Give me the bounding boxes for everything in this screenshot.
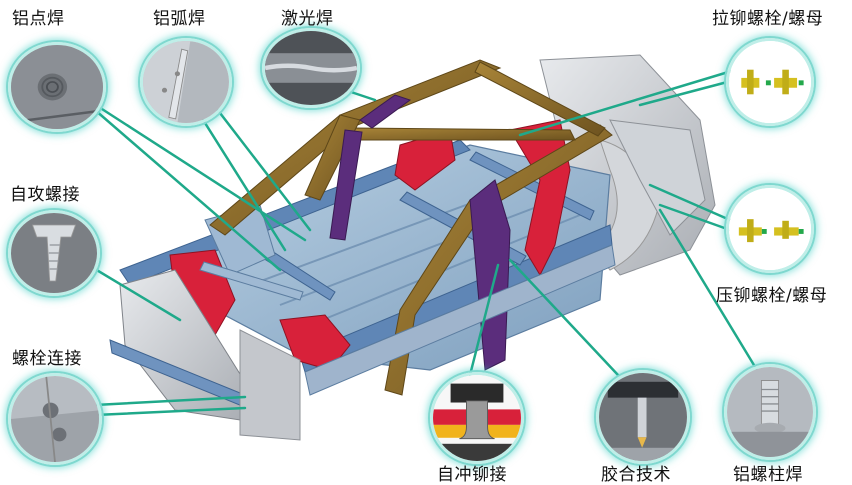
leader-adhesive <box>508 258 620 377</box>
arc-weld-bead-icon <box>168 48 189 120</box>
stud-icon <box>760 380 780 426</box>
rocker-right <box>304 244 616 396</box>
inset-spot-weld <box>8 42 106 132</box>
label-self-piercing-rivet: 自冲铆接 <box>437 465 507 485</box>
inset-pull-rivet-nut <box>726 38 814 126</box>
leader-press-rivet-2 <box>658 203 732 232</box>
laser-weld-seam-icon <box>265 63 357 73</box>
inset-bolt-joint <box>8 373 102 465</box>
leader-stud-weld <box>658 208 762 377</box>
leader-bolt-2 <box>93 406 247 417</box>
leader-self-tapping <box>78 258 182 322</box>
inset-stud-weld <box>724 364 816 460</box>
roof-rail-right <box>384 124 613 396</box>
label-self-tapping-screw: 自攻螺接 <box>10 185 80 205</box>
roof-purple-cross <box>359 94 412 129</box>
inset-press-rivet-nut <box>726 185 814 273</box>
spr-rivet-icon <box>459 400 495 440</box>
label-bolt-joint: 螺栓连接 <box>12 349 82 369</box>
inset-self-piercing-rivet <box>430 372 524 464</box>
label-adhesive-bonding: 胶合技术 <box>601 465 671 485</box>
inset-arc-weld <box>140 38 232 126</box>
inset-self-tapping <box>8 210 100 296</box>
leader-pull-rivet-2 <box>638 78 737 107</box>
inset-adhesive-bonding <box>596 370 690 464</box>
b-pillar-left <box>329 129 363 241</box>
label-spot-weld: 铝点焊 <box>12 9 65 29</box>
rear-inner-panel <box>609 119 706 236</box>
leader-spr <box>468 263 500 377</box>
glue-nozzle-icon <box>637 397 647 438</box>
label-press-rivet-nut: 压铆螺栓/螺母 <box>716 286 828 306</box>
roof-bow-rear <box>474 61 606 137</box>
leader-bolt <box>93 395 247 407</box>
label-laser-weld: 激光焊 <box>281 9 334 29</box>
leader-spot-weld <box>86 98 307 242</box>
label-pull-rivet-nut: 拉铆螺栓/螺母 <box>712 9 824 29</box>
front-strut <box>199 261 304 301</box>
label-stud-weld: 铝螺柱焊 <box>733 465 803 485</box>
leader-arc-weld <box>208 98 312 232</box>
leader-spot-weld-2 <box>93 108 282 272</box>
label-arc-weld: 铝弧焊 <box>153 9 206 29</box>
leader-press-rivet <box>648 183 732 222</box>
front-lower-subframe <box>239 329 301 441</box>
leader-arc-weld-2 <box>198 113 287 252</box>
leader-pull-rivet <box>518 68 737 137</box>
inset-laser-weld <box>262 28 360 108</box>
